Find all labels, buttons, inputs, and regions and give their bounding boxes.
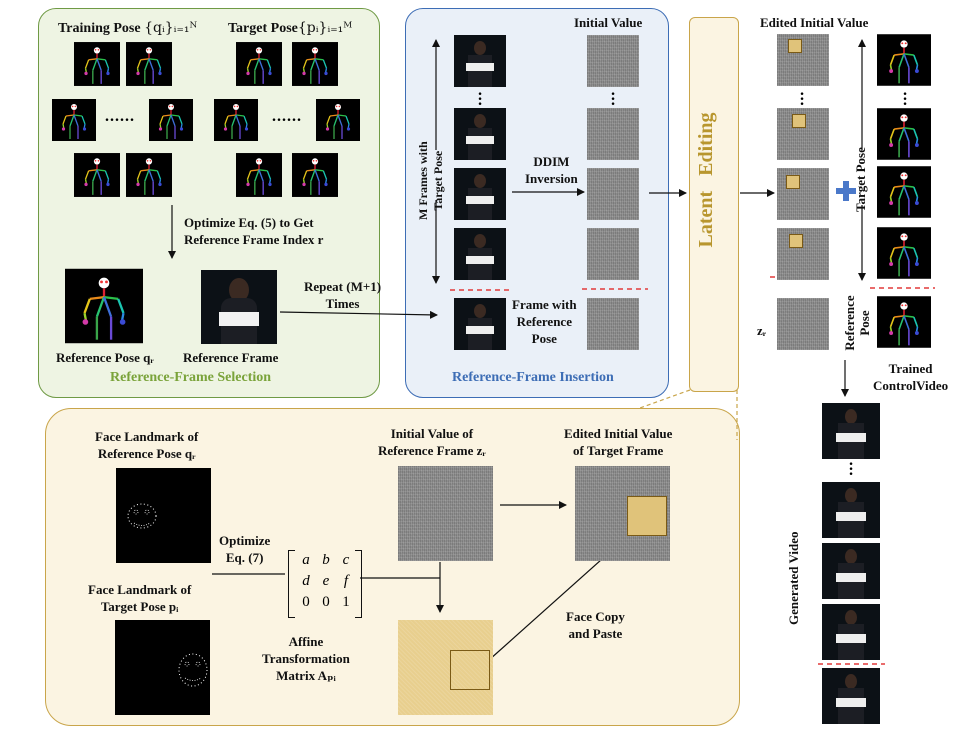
frames-ellipsis: ··· xyxy=(477,86,483,113)
face-landmark-target-image xyxy=(115,620,210,715)
training-pose-thumb xyxy=(74,42,120,86)
training-pose-ellipsis: ...... xyxy=(105,108,135,125)
frame-with-reference-label: Frame with Reference Pose xyxy=(512,297,577,346)
video-frame xyxy=(454,228,506,280)
generated-video-label: Generated Video xyxy=(786,531,801,625)
matrix-cell: e xyxy=(322,573,330,589)
face-landmark-reference-image xyxy=(116,468,211,563)
target-pose-thumb xyxy=(292,42,338,86)
repeat-arrow xyxy=(279,310,438,319)
initial-value-label: Initial Value xyxy=(574,15,643,30)
training-pose-thumb xyxy=(126,42,172,86)
edited-ellipsis: ··· xyxy=(799,86,805,113)
initial-noise xyxy=(587,228,639,280)
matrix-cell: 1 xyxy=(342,594,350,610)
target-pose-ellipsis: ...... xyxy=(272,108,302,125)
transformed-face-patch xyxy=(398,620,493,715)
reference-initial-noise xyxy=(398,466,493,561)
matrix-cell: 0 xyxy=(322,594,330,610)
ddim-inversion-label: DDIM Inversion xyxy=(525,154,578,186)
insertion-panel-title: Reference-Frame Insertion xyxy=(452,370,614,385)
training-pose-thumb xyxy=(52,98,96,142)
generated-ellipsis: ··· xyxy=(848,456,854,483)
training-pose-label: Training Pose {qᵢ}ᵢ₌₁ᴺ xyxy=(58,20,198,36)
reference-pose-image xyxy=(65,268,143,344)
generated-frame xyxy=(822,604,880,660)
edited-noise xyxy=(777,108,829,160)
affine-matrix: a b c d e f 0 0 1 xyxy=(288,550,362,618)
noise-ellipsis: ··· xyxy=(610,86,616,113)
affine-transformation-label: Affine Transformation Matrix Aₚᵢ xyxy=(262,634,350,683)
reference-frame-image xyxy=(201,270,277,344)
zoom-link-left xyxy=(639,389,691,409)
pose-ellipsis: ··· xyxy=(902,86,908,113)
zr-label: zᵣ xyxy=(757,323,767,338)
plus-icon xyxy=(836,181,856,201)
repeat-label: Repeat (M+1) Times xyxy=(304,279,382,311)
training-pose-thumb xyxy=(126,153,172,197)
edited-target-noise xyxy=(575,466,670,561)
target-pose-thumb xyxy=(292,153,338,197)
video-frame xyxy=(454,168,506,220)
reference-noise xyxy=(587,298,639,350)
edited-target-pose-thumb xyxy=(877,108,931,160)
optimize-eq5-label: Optimize Eq. (5) to Get Reference Frame … xyxy=(184,215,324,247)
latent-editing-box xyxy=(689,17,739,392)
target-pose-thumb xyxy=(214,98,258,142)
edited-reference-pose-thumb xyxy=(877,296,931,348)
target-pose-vertical-label: Target Pose xyxy=(853,147,868,212)
matrix-cell: 0 xyxy=(302,594,310,610)
matrix-cell: b xyxy=(322,552,330,568)
initial-noise xyxy=(587,108,639,160)
edited-target-pose-thumb xyxy=(877,227,931,279)
generated-frame xyxy=(822,543,880,599)
target-pose-thumb xyxy=(236,42,282,86)
edited-initial-value-label: Edited Initial Value xyxy=(760,15,869,30)
face-landmark-reference-label: Face Landmark of Reference Pose qᵣ xyxy=(95,429,199,461)
edited-target-pose-thumb xyxy=(877,34,931,86)
edited-target-pose-thumb xyxy=(877,166,931,218)
matrix-cell: c xyxy=(342,552,350,568)
matrix-cell: f xyxy=(343,573,349,589)
zr-noise xyxy=(777,298,829,350)
reference-video-frame xyxy=(454,298,506,350)
initial-noise xyxy=(587,35,639,87)
training-pose-thumb xyxy=(149,98,193,142)
matrix-cell: d xyxy=(302,573,310,589)
m-frames-label: M Frames with Target Pose xyxy=(416,141,445,220)
target-pose-thumb xyxy=(236,153,282,197)
generated-frame xyxy=(822,403,880,459)
edited-noise xyxy=(777,34,829,86)
video-frame xyxy=(454,35,506,87)
latent-editing-label: Latent Editing xyxy=(695,112,717,248)
reference-pose-vertical-label: Reference Pose xyxy=(842,295,872,351)
reference-pose-label: Reference Pose qᵣ xyxy=(56,350,154,365)
target-pose-label: Target Pose{pᵢ}ᵢ₌₁ᴹ xyxy=(228,20,353,36)
optimize-eq7-label: Optimize Eq. (7) xyxy=(219,533,271,565)
edited-noise xyxy=(777,228,829,280)
trained-controlvideo-label: Trained ControlVideo xyxy=(873,361,949,393)
matrix-cell: a xyxy=(302,552,310,568)
edited-initial-target-label: Edited Initial Value of Target Frame xyxy=(564,426,673,458)
generated-frame xyxy=(822,482,880,538)
initial-value-reference-label: Initial Value of Reference Frame zᵣ xyxy=(378,426,486,458)
video-frame xyxy=(454,108,506,160)
face-landmark-target-label: Face Landmark of Target Pose pᵢ xyxy=(88,582,192,614)
edited-noise xyxy=(777,168,829,220)
training-pose-thumb xyxy=(74,153,120,197)
face-copy-paste-label: Face Copy and Paste xyxy=(566,609,625,641)
reference-frame-label: Reference Frame xyxy=(183,350,279,365)
initial-noise xyxy=(587,168,639,220)
target-pose-thumb xyxy=(316,98,360,142)
selection-panel-title: Reference-Frame Selection xyxy=(110,370,272,385)
generated-frame xyxy=(822,668,880,724)
